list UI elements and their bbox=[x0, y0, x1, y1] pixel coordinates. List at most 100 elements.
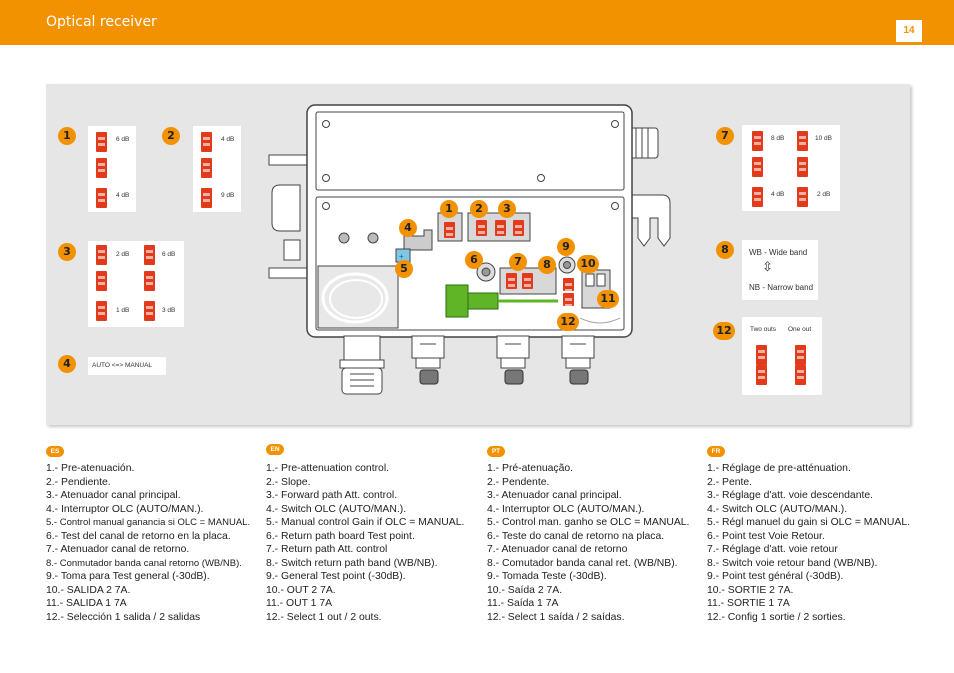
list-item: 8.- Switch return path band (WB/NB). bbox=[266, 557, 438, 569]
legend-12-right: One out bbox=[788, 326, 812, 333]
legend-2-bottom: 9 dB bbox=[221, 192, 235, 199]
switch-icon bbox=[752, 187, 763, 207]
lang-badge-en: EN bbox=[266, 444, 284, 455]
switch-icon bbox=[797, 131, 808, 151]
legend-1-bottom: 4 dB bbox=[116, 192, 130, 199]
switch-icon bbox=[201, 158, 212, 178]
column-en: 1.- Pre-attenuation control. 2.- Slope. … bbox=[266, 462, 464, 624]
list-item: 11.- OUT 1 7A bbox=[266, 598, 333, 609]
column-es: 1.- Pre-atenuación. 2.- Pendiente. 3.- A… bbox=[46, 462, 250, 624]
switch-icon bbox=[752, 131, 763, 151]
sc-connector bbox=[445, 284, 469, 318]
callout-7: 7 bbox=[509, 253, 527, 271]
switch-icon bbox=[756, 365, 767, 385]
lang-badge-es: ES bbox=[46, 446, 64, 457]
legend-3-bl: 1 dB bbox=[116, 307, 130, 314]
list-item: 3.- Réglage d'att. voie descendante. bbox=[707, 490, 874, 501]
legend-12-badge: 12 bbox=[713, 322, 735, 340]
switch-icon bbox=[96, 132, 107, 152]
legend-8-top: WB - Wide band bbox=[749, 248, 808, 257]
callout-10: 10 bbox=[577, 255, 599, 273]
board-switch-7b bbox=[522, 273, 533, 289]
legend-3-br: 3 dB bbox=[162, 307, 176, 314]
list-item: 9.- Toma para Test general (-30dB). bbox=[46, 571, 210, 582]
legend-3-card: 2 dB 6 dB 1 dB 3 dB bbox=[88, 241, 184, 327]
switch-icon bbox=[96, 271, 107, 291]
legend-7-br: 2 dB bbox=[817, 191, 831, 198]
board-switch-3b bbox=[495, 220, 506, 236]
legend-1-top: 6 dB bbox=[116, 136, 130, 143]
list-item: 7.- Atenuador canal de retorno. bbox=[46, 544, 190, 555]
legend-3-tl: 2 dB bbox=[116, 251, 130, 258]
switch-icon bbox=[795, 345, 806, 365]
board-switch-3a bbox=[476, 220, 487, 236]
legend-3-badge: 3 bbox=[58, 243, 76, 261]
page-number: 14 bbox=[896, 20, 922, 42]
list-item: 6.- Point test Voie Retour. bbox=[707, 530, 825, 542]
callout-2: 2 bbox=[470, 200, 488, 218]
list-item: 7.- Réglage d'att. voie retour bbox=[707, 544, 838, 555]
legend-12-left: Two outs bbox=[750, 326, 777, 333]
lang-badge-pt: PT bbox=[487, 446, 505, 457]
callout-3: 3 bbox=[498, 200, 516, 218]
legend-2-card: 4 dB 9 dB bbox=[193, 126, 241, 212]
switch-icon bbox=[201, 132, 212, 152]
legend-1-badge: 1 bbox=[58, 127, 76, 145]
list-item: 5.- Régl manuel du gain si OLC = MANUAL. bbox=[707, 517, 910, 528]
list-item: 9.- Tomada Teste (-30dB). bbox=[487, 571, 607, 582]
list-item: 6.- Test del canal de retorno en la plac… bbox=[46, 530, 231, 542]
callout-4: 4 bbox=[399, 219, 417, 237]
list-item: 6.- Teste do canal de retorno na placa. bbox=[487, 530, 665, 542]
switch-icon bbox=[797, 187, 808, 207]
list-item: 2.- Slope. bbox=[266, 476, 311, 488]
legend-8-badge: 8 bbox=[716, 241, 734, 259]
switch-icon bbox=[756, 345, 767, 365]
legend-7-badge: 7 bbox=[716, 127, 734, 145]
list-item: 10.- OUT 2 7A. bbox=[266, 584, 336, 596]
board-switch-11 bbox=[563, 293, 574, 307]
left-tab-top bbox=[268, 154, 310, 166]
callout-6: 6 bbox=[465, 251, 483, 269]
list-item: 12.- Select 1 out / 2 outs. bbox=[266, 611, 382, 623]
legend-7-bl: 4 dB bbox=[771, 191, 785, 198]
page-title: Optical receiver bbox=[46, 14, 157, 30]
legend-7-tr: 10 dB bbox=[815, 135, 832, 142]
list-item: 6.- Return path board Test point. bbox=[266, 530, 415, 542]
switch-icon bbox=[96, 188, 107, 208]
housing-lid bbox=[315, 111, 625, 191]
list-item: 2.- Pendiente. bbox=[46, 476, 111, 488]
callout-8: 8 bbox=[538, 256, 556, 274]
list-item: 3.- Atenuador canal principal. bbox=[46, 490, 181, 501]
left-tab-bottom bbox=[268, 267, 310, 279]
legend-1-card: 6 dB 4 dB bbox=[88, 126, 136, 212]
list-item: 7.- Atenuador canal de retorno bbox=[487, 544, 628, 555]
list-item: 11.- Saída 1 7A bbox=[487, 598, 559, 609]
list-item: 9.- Point test général (-30dB). bbox=[707, 571, 844, 582]
switch-icon bbox=[96, 245, 107, 265]
list-item: 10.- SORTIE 2 7A. bbox=[707, 584, 794, 596]
callout-12: 12 bbox=[557, 313, 579, 331]
list-item: 12.- Select 1 saída / 2 saídas. bbox=[487, 611, 625, 623]
list-item: 4.- Interruptor OLC (AUTO/MAN.). bbox=[46, 503, 204, 515]
list-item: 1.- Pre-atenuación. bbox=[46, 463, 135, 474]
legend-2-badge: 2 bbox=[162, 127, 180, 145]
list-item: 4.- Switch OLC (AUTO/MAN.). bbox=[707, 503, 848, 515]
list-item: 3.- Forward path Att. control. bbox=[266, 490, 398, 501]
callout-9: 9 bbox=[557, 238, 575, 256]
list-item: 10.- Saída 2 7A. bbox=[487, 584, 563, 596]
legend-4-card: AUTO <=> MANUAL bbox=[88, 357, 166, 375]
board-switch-12 bbox=[563, 278, 574, 292]
switch-icon bbox=[201, 188, 212, 208]
callout-11: 11 bbox=[597, 290, 619, 308]
list-item: 1.- Réglage de pre-atténuation. bbox=[707, 463, 851, 474]
list-item: 7.- Return path Att. control bbox=[266, 544, 388, 555]
list-item: 4.- Interruptor OLC (AUTO/MAN.). bbox=[487, 503, 645, 515]
list-item: 12.- Config 1 sortie / 2 sorties. bbox=[707, 611, 846, 623]
callout-5: 5 bbox=[395, 260, 413, 278]
list-item: 3.- Atenuador canal principal. bbox=[487, 490, 622, 501]
switch-icon bbox=[144, 245, 155, 265]
list-item: 8.- Switch voie retour band (WB/NB). bbox=[707, 557, 878, 569]
list-item: 1.- Pre-attenuation control. bbox=[266, 463, 390, 474]
switch-icon bbox=[144, 301, 155, 321]
